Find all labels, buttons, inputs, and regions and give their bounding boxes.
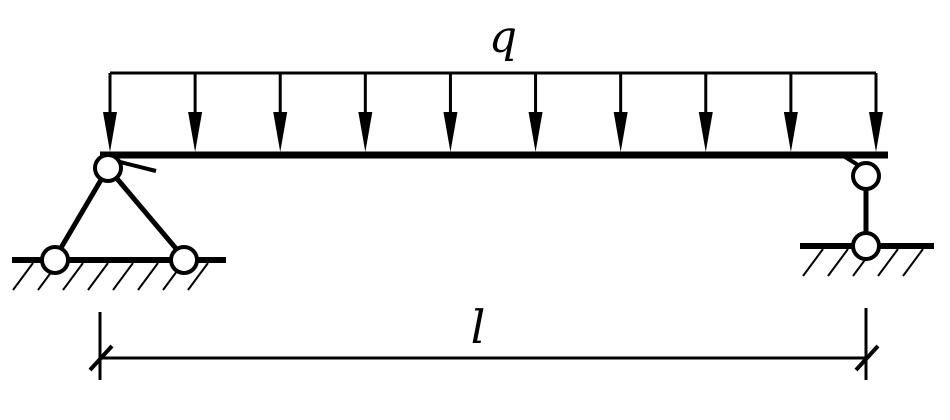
dimension-tick-right bbox=[854, 344, 880, 372]
load-arrow-head bbox=[273, 112, 288, 152]
span-dimension: l bbox=[88, 300, 880, 380]
left-support-strut-left bbox=[52, 166, 111, 260]
load-arrows bbox=[103, 73, 883, 152]
right-support-kink bbox=[840, 153, 860, 167]
load-label: q bbox=[489, 12, 517, 63]
right-roller-support bbox=[800, 153, 934, 277]
left-support-strut-right bbox=[106, 166, 186, 260]
dimension-tick-left bbox=[88, 344, 114, 372]
left-ground-pin-1 bbox=[40, 245, 70, 275]
load-arrow-head bbox=[783, 112, 798, 152]
left-pinned-support bbox=[12, 153, 226, 291]
load-arrow-head bbox=[188, 112, 203, 152]
load-arrow-head bbox=[698, 112, 713, 152]
right-ground-pin bbox=[851, 231, 881, 261]
left-beam-pin bbox=[93, 153, 123, 183]
left-ground-pin-2 bbox=[169, 245, 199, 275]
left-ground-hatch bbox=[12, 262, 209, 291]
left-support-kink bbox=[119, 160, 157, 173]
load-arrow-head bbox=[869, 112, 883, 152]
load-arrow-head bbox=[103, 112, 117, 152]
span-label: l bbox=[471, 300, 486, 354]
distributed-load: q bbox=[103, 12, 883, 152]
load-arrow-head bbox=[613, 112, 628, 152]
load-arrow-head bbox=[443, 112, 458, 152]
right-beam-pin bbox=[851, 161, 881, 191]
load-arrow-head bbox=[358, 112, 373, 152]
load-arrow-head bbox=[528, 112, 543, 152]
